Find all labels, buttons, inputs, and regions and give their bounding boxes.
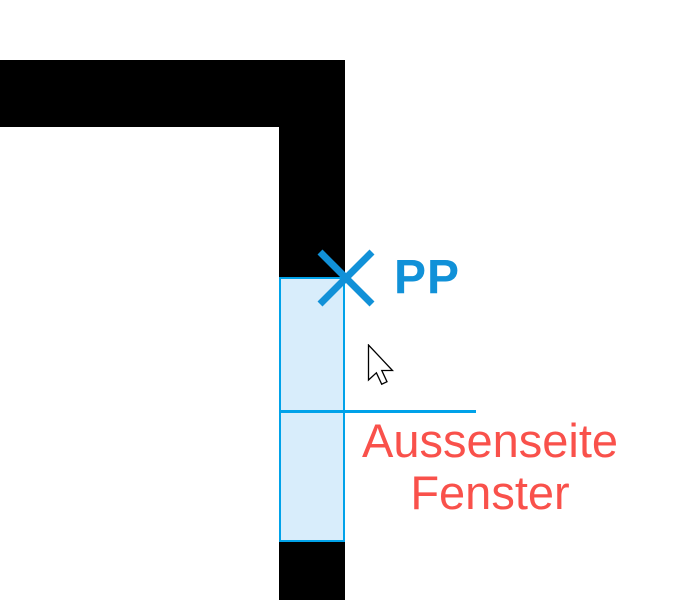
mouse-cursor-icon <box>367 344 395 386</box>
annotation-line-1: Aussenseite <box>361 414 619 467</box>
placement-point-label: PP <box>394 251 461 304</box>
window-outside-annotation: Aussenseite Fenster <box>340 415 640 519</box>
x-marker-icon <box>317 249 375 307</box>
annotation-line-2: Fenster <box>410 466 570 519</box>
wall-segment-bottom[interactable] <box>279 542 345 600</box>
window-outside-reference-line <box>279 410 476 413</box>
x-marker-stroke-2 <box>317 249 375 307</box>
window-element[interactable] <box>279 277 345 542</box>
wall-segment-vertical[interactable] <box>279 60 345 278</box>
mouse-cursor-shape <box>367 344 395 386</box>
